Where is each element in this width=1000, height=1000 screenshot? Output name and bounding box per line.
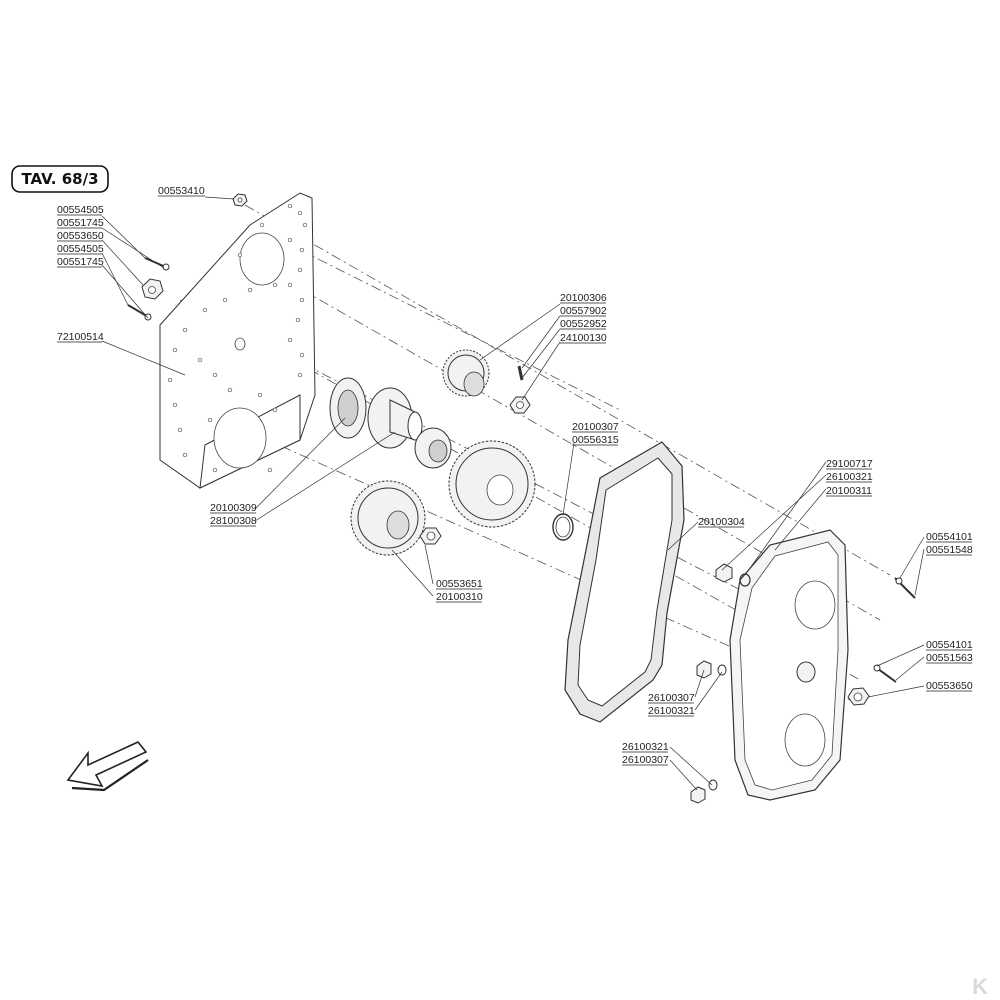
label-20100311: 20100311: [826, 485, 872, 497]
label-00551563: 00551563: [926, 652, 973, 664]
o-ring: [552, 513, 574, 541]
label-00553410: 00553410: [158, 185, 205, 197]
label-26100307-b: 26100307: [622, 754, 669, 766]
plate-title: TAV. 68/3: [21, 170, 98, 188]
label-72100514: 72100514: [57, 331, 104, 343]
label-00553650-a: 00553650: [57, 230, 104, 242]
large-gear: [448, 440, 536, 528]
gear-nut-lower: [419, 527, 442, 545]
label-00554101-a: 00554101: [926, 531, 973, 543]
breather-plug: [715, 563, 751, 587]
label-26100321-a: 26100321: [826, 471, 873, 483]
bearing: [414, 427, 452, 469]
plate-bolt-upper: [144, 257, 170, 271]
set-pin: [517, 365, 524, 381]
chain-cover: [729, 529, 849, 801]
drain-plug: [690, 779, 718, 804]
label-00554505-b: 00554505: [57, 243, 104, 255]
label-00557902: 00557902: [560, 305, 607, 317]
gear-nut-upper: [509, 396, 531, 414]
part-labels: 00553410 00554505 00551745 00553650 0055…: [57, 185, 973, 766]
brand-mark: K: [972, 974, 988, 999]
label-00553650-b: 00553650: [926, 680, 973, 692]
label-26100321-c: 26100321: [622, 741, 669, 753]
top-nut: [232, 193, 248, 207]
fill-plug: [696, 660, 727, 679]
label-00554101-b: 00554101: [926, 639, 973, 651]
leader-lines: [101, 196, 925, 791]
label-26100307-a: 26100307: [648, 692, 695, 704]
label-24100130: 24100130: [560, 332, 607, 344]
cover-bolt-upper: [894, 577, 916, 599]
label-20100309: 20100309: [210, 502, 257, 514]
spline-disc: [329, 377, 367, 439]
plate-nut: [141, 278, 164, 300]
label-00551548: 00551548: [926, 544, 973, 556]
label-00552952: 00552952: [560, 318, 607, 330]
label-00556315: 00556315: [572, 434, 619, 446]
label-00553651: 00553651: [436, 578, 483, 590]
label-28100308: 28100308: [210, 515, 257, 527]
direction-arrow: [66, 741, 149, 792]
plate-title-badge: TAV. 68/3: [11, 165, 109, 193]
lower-gear: [350, 480, 426, 556]
label-20100306: 20100306: [560, 292, 607, 304]
label-00551745-a: 00551745: [57, 217, 104, 229]
label-00551745-b: 00551745: [57, 256, 104, 268]
gasket: [564, 441, 685, 723]
label-00554505-a: 00554505: [57, 204, 104, 216]
cover-bolt-lower: [873, 664, 897, 683]
main-plate: [159, 192, 316, 489]
flanged-hub: [367, 387, 423, 449]
label-20100307-a: 20100307: [572, 421, 619, 433]
small-top-gear: [442, 349, 490, 397]
label-29100717: 29100717: [826, 458, 873, 470]
cover-nut: [847, 687, 870, 706]
label-20100310: 20100310: [436, 591, 483, 603]
label-26100321-b: 26100321: [648, 705, 695, 717]
label-20100304: 20100304: [698, 516, 745, 528]
brand-watermark: K: [972, 974, 988, 999]
